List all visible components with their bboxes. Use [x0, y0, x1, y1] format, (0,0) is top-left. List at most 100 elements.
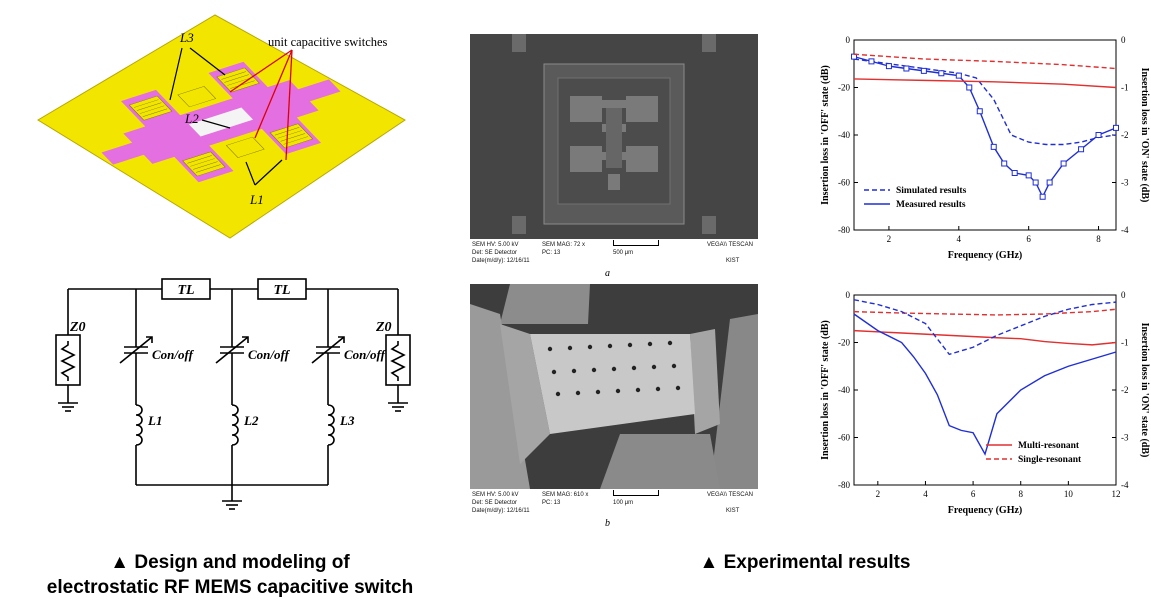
l-label-1: L1	[147, 413, 162, 428]
data-point	[1025, 172, 1032, 179]
y-right-tick-label: -2	[1121, 385, 1129, 395]
legend-label: Multi-resonant	[1018, 441, 1080, 451]
x-tick-label: 2	[887, 234, 892, 244]
l-label-2: L2	[243, 413, 259, 428]
release-holes	[547, 340, 681, 397]
caption-left-arrow: ▲	[110, 552, 130, 573]
c-label-1: Con/off	[152, 347, 195, 362]
y-right-tick-label: 0	[1121, 35, 1126, 45]
c-label-3: Con/off	[344, 347, 387, 362]
data-point	[1001, 160, 1008, 167]
sem-image-b: SEM HV: 5.00 kV SEM MAG: 610 x Det: SE D…	[470, 284, 758, 515]
pattern	[101, 61, 341, 183]
x-tick-label: 4	[957, 234, 962, 244]
sem-a-det: Det: SE Detector	[472, 250, 518, 256]
caption-left-line1: ▲ Design and modeling of	[110, 552, 350, 573]
inductor-arrows	[169, 47, 283, 186]
equivalent-circuit: TL TL Z0 Z0 Con/off Con/off Con/off L1 L…	[55, 278, 411, 510]
tl-label-1: TL	[177, 283, 194, 298]
y-right-axis-label: Insertion loss in 'ON' state (dB)	[1139, 68, 1150, 203]
y-axis-label: Insertion loss in 'OFF' state (dB)	[820, 320, 831, 460]
x-tick-label: 6	[1026, 234, 1031, 244]
sem-b-det: Det: SE Detector	[472, 500, 518, 506]
sem-a-brand: VEGA\\ TESCAN	[707, 242, 753, 248]
branch-2	[215, 289, 249, 501]
data-point	[990, 143, 997, 150]
l-label-3: L3	[339, 413, 355, 428]
sem-b-date: Date(m/d/y): 12/16/11	[472, 508, 530, 514]
y-tick-label: -20	[838, 338, 850, 348]
y-right-tick-label: -4	[1121, 225, 1129, 235]
tl-box-1	[161, 278, 211, 300]
data-point	[938, 70, 945, 77]
tl-label-2: TL	[273, 283, 290, 298]
sem-a-mag: SEM MAG: 72 x	[542, 242, 586, 248]
switch-arrows	[229, 49, 293, 161]
sem-image-a: SEM HV: 5.00 kV SEM MAG: 72 x Det: SE De…	[470, 34, 758, 265]
label-l1: L1	[249, 192, 264, 207]
x-tick-label: 8	[1096, 234, 1101, 244]
switch-3d-design: L3 L2 L1 unit capacitive switches	[37, 14, 406, 239]
data-point	[868, 58, 875, 65]
sem-b-pc: PC: 13	[542, 500, 561, 506]
sem-a-date: Date(m/d/y): 12/16/11	[472, 258, 530, 264]
y-tick-label: 0	[846, 35, 851, 45]
sem-b-brand: VEGA\\ TESCAN	[707, 492, 753, 498]
sem-b-scale: 100 μm	[613, 500, 634, 506]
y-tick-label: 0	[846, 290, 851, 300]
y-tick-label: -60	[838, 433, 850, 443]
x-axis-label: Frequency (GHz)	[948, 250, 1023, 261]
x-axis-label: Frequency (GHz)	[948, 505, 1023, 516]
sem-a-hv: SEM HV: 5.00 kV	[472, 242, 519, 248]
x-tick-label: 10	[1064, 489, 1074, 499]
sem-b-hv: SEM HV: 5.00 kV	[472, 492, 519, 498]
y-tick-label: -40	[838, 385, 850, 395]
x-tick-label: 4	[923, 489, 928, 499]
label-switches: unit capacitive switches	[268, 35, 388, 49]
y-tick-label: -60	[838, 178, 850, 188]
caption-right: ▲ Experimental results	[699, 552, 911, 573]
tl-box-2	[257, 278, 307, 300]
c-label-2: Con/off	[248, 347, 291, 362]
x-tick-label: 8	[1018, 489, 1023, 499]
series-line	[853, 53, 1117, 70]
caption-left: ▲ Design and modeling of electrostatic R…	[0, 550, 460, 600]
legend-label: Simulated results	[896, 186, 967, 196]
sem-b-org: KIST	[726, 508, 740, 514]
x-tick-label: 6	[971, 489, 976, 499]
series-line	[853, 55, 1117, 199]
data-point	[1011, 170, 1018, 176]
sem-a-pc: PC: 13	[542, 250, 561, 256]
sem-a-info: SEM HV: 5.00 kV SEM MAG: 72 x Det: SE De…	[470, 239, 758, 265]
data-point	[885, 63, 892, 70]
series-line	[853, 308, 1117, 316]
series-line	[853, 313, 1117, 456]
data-point	[1113, 124, 1119, 131]
label-l2: L2	[184, 111, 199, 126]
data-point	[1060, 160, 1067, 167]
sem-a-org: KIST	[726, 258, 740, 264]
y-right-tick-label: -1	[1121, 338, 1129, 348]
data-point	[966, 84, 973, 91]
z0-right-label: Z0	[375, 320, 392, 335]
series-line	[853, 329, 1117, 346]
data-point	[1078, 146, 1085, 153]
y-right-tick-label: -1	[1121, 83, 1129, 93]
y-tick-label: -80	[838, 225, 850, 235]
data-point	[1039, 193, 1046, 200]
x-tick-label: 12	[1112, 489, 1121, 499]
y-right-tick-label: 0	[1121, 290, 1126, 300]
data-point	[1046, 179, 1053, 186]
caption-right-arrow: ▲	[699, 552, 719, 573]
sem-b-info: SEM HV: 5.00 kV SEM MAG: 610 x Det: SE D…	[470, 489, 758, 515]
plot-frame	[853, 39, 1117, 231]
y-right-tick-label: -4	[1121, 480, 1129, 490]
sem-a-panel-label: a	[605, 268, 610, 279]
y-right-axis-label: Insertion loss in 'ON' state (dB)	[1139, 323, 1150, 458]
data-point	[903, 65, 910, 72]
caption-left-line2: electrostatic RF MEMS capacitive switch	[46, 577, 414, 598]
sem-b-picture	[470, 284, 758, 489]
branch-3	[311, 289, 345, 485]
